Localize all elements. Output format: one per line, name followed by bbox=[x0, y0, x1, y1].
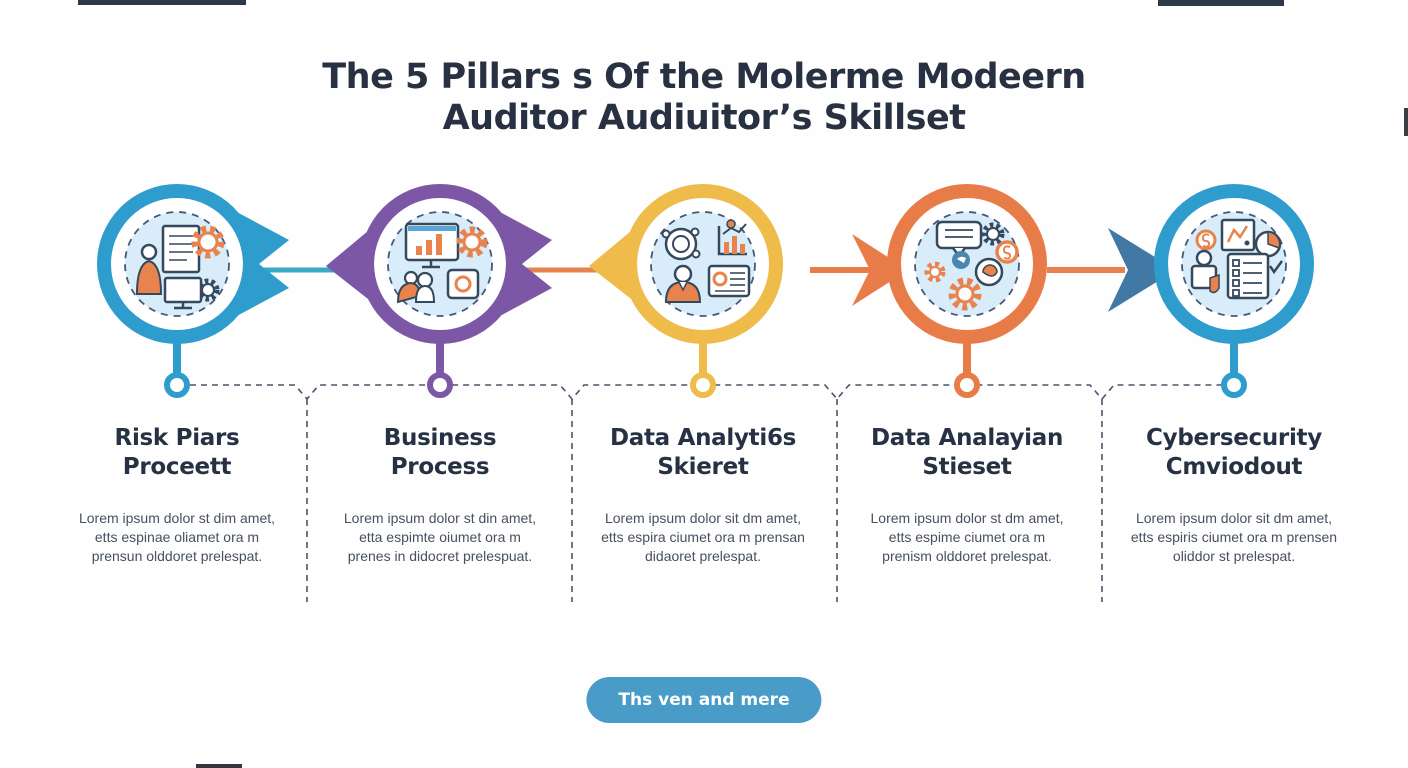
business-process-icon bbox=[387, 211, 493, 317]
pillar-3-graphic bbox=[589, 184, 783, 398]
pillar-3-title: Data Analyti6s Skieret bbox=[573, 424, 833, 483]
page-title: The 5 Pillars s Of the Molerme Modeern A… bbox=[0, 57, 1408, 139]
pillar-2-node-ring bbox=[427, 372, 453, 398]
pillar-5-title-line2: Cmviodout bbox=[1165, 454, 1303, 481]
pillar-3-description: Lorem ipsum dolor sit dm amet, etts espi… bbox=[601, 509, 805, 564]
pillar-3-ring bbox=[623, 184, 783, 344]
cybersecurity-icon bbox=[1181, 211, 1287, 317]
pillar-4-stem bbox=[963, 330, 971, 374]
pillar-1-ring bbox=[97, 184, 257, 344]
arrow-3-4-icon bbox=[852, 234, 908, 306]
pillar-1-graphic bbox=[97, 184, 289, 398]
pillar-2-graphic bbox=[326, 184, 552, 398]
pillar-4-title-line2: Stieset bbox=[922, 454, 1012, 481]
pillar-5-stem bbox=[1230, 330, 1238, 374]
pillar-4-ring bbox=[887, 184, 1047, 344]
pillar-5-ring bbox=[1154, 184, 1314, 344]
pillar-2-text: Business Process Lorem ipsum dolor st di… bbox=[310, 424, 570, 566]
pillar-1-node-ring bbox=[164, 372, 190, 398]
pillar-3-text: Data Analyti6s Skieret Lorem ipsum dolor… bbox=[573, 424, 833, 566]
pillar-2-ring bbox=[360, 184, 520, 344]
pillar-1-title-line2: Proceett bbox=[122, 454, 232, 481]
pillar-1-text: Risk Piars Proceett Lorem ipsum dolor st… bbox=[47, 424, 307, 566]
pillar-2-description: Lorem ipsum dolor st din amet, etta espi… bbox=[343, 509, 537, 564]
pillar-4-graphic bbox=[887, 184, 1047, 398]
pillar-1-title-line1: Risk Piars bbox=[114, 425, 240, 451]
arrow-4-5-icon bbox=[1108, 228, 1176, 312]
bottom-left-artifact bbox=[196, 764, 242, 768]
pillar-3-stem bbox=[699, 330, 707, 374]
top-right-artifact-bar bbox=[1158, 0, 1284, 6]
cta-button[interactable]: Ths ven and mere bbox=[586, 677, 822, 723]
pillar-5-title-line1: Cybersecurity bbox=[1146, 425, 1322, 451]
pillar-1-description: Lorem ipsum dolor st dim amet, etts espi… bbox=[78, 509, 276, 564]
pillar-5-description: Lorem ipsum dolor sit dm amet, etts espi… bbox=[1130, 509, 1338, 564]
data-analysis-icon bbox=[914, 211, 1020, 317]
pillar-4-text: Data Analayian Stieset Lorem ipsum dolor… bbox=[837, 424, 1097, 566]
pillar-4-title-line1: Data Analayian bbox=[870, 425, 1064, 451]
auditor-workstation-icon bbox=[124, 211, 230, 317]
pillar-3-node-ring bbox=[690, 372, 716, 398]
pillar-1-stem bbox=[173, 330, 181, 374]
pillar-5-title: Cybersecurity Cmviodout bbox=[1104, 424, 1364, 483]
pillar-4-title: Data Analayian Stieset bbox=[837, 424, 1097, 483]
pillar-3-title-line1: Data Analyti6s bbox=[609, 425, 797, 451]
top-left-artifact-bar bbox=[78, 0, 246, 5]
page-title-line1: The 5 Pillars s Of the Molerme Modeern bbox=[322, 57, 1086, 98]
pillar-2-stem bbox=[436, 330, 444, 374]
pillar-5-node-ring bbox=[1221, 372, 1247, 398]
pillar-2-title-line1: Business bbox=[383, 425, 497, 451]
pillar-2-title: Business Process bbox=[310, 424, 570, 483]
pillar-5-text: Cybersecurity Cmviodout Lorem ipsum dolo… bbox=[1104, 424, 1364, 566]
pillar-4-description: Lorem ipsum dolor st dm amet, etts espim… bbox=[870, 509, 1064, 564]
pillar-5-graphic bbox=[1154, 184, 1314, 398]
pillar-3-title-line2: Skieret bbox=[657, 454, 749, 481]
pillar-2-title-line2: Process bbox=[390, 454, 490, 481]
data-analytics-icon bbox=[650, 211, 756, 317]
right-edge-artifact bbox=[1404, 108, 1408, 136]
pillar-4-node-ring bbox=[954, 372, 980, 398]
page-title-line2: Auditor Audiuitor’s Skillset bbox=[442, 98, 966, 139]
pillar-1-title: Risk Piars Proceett bbox=[47, 424, 307, 483]
